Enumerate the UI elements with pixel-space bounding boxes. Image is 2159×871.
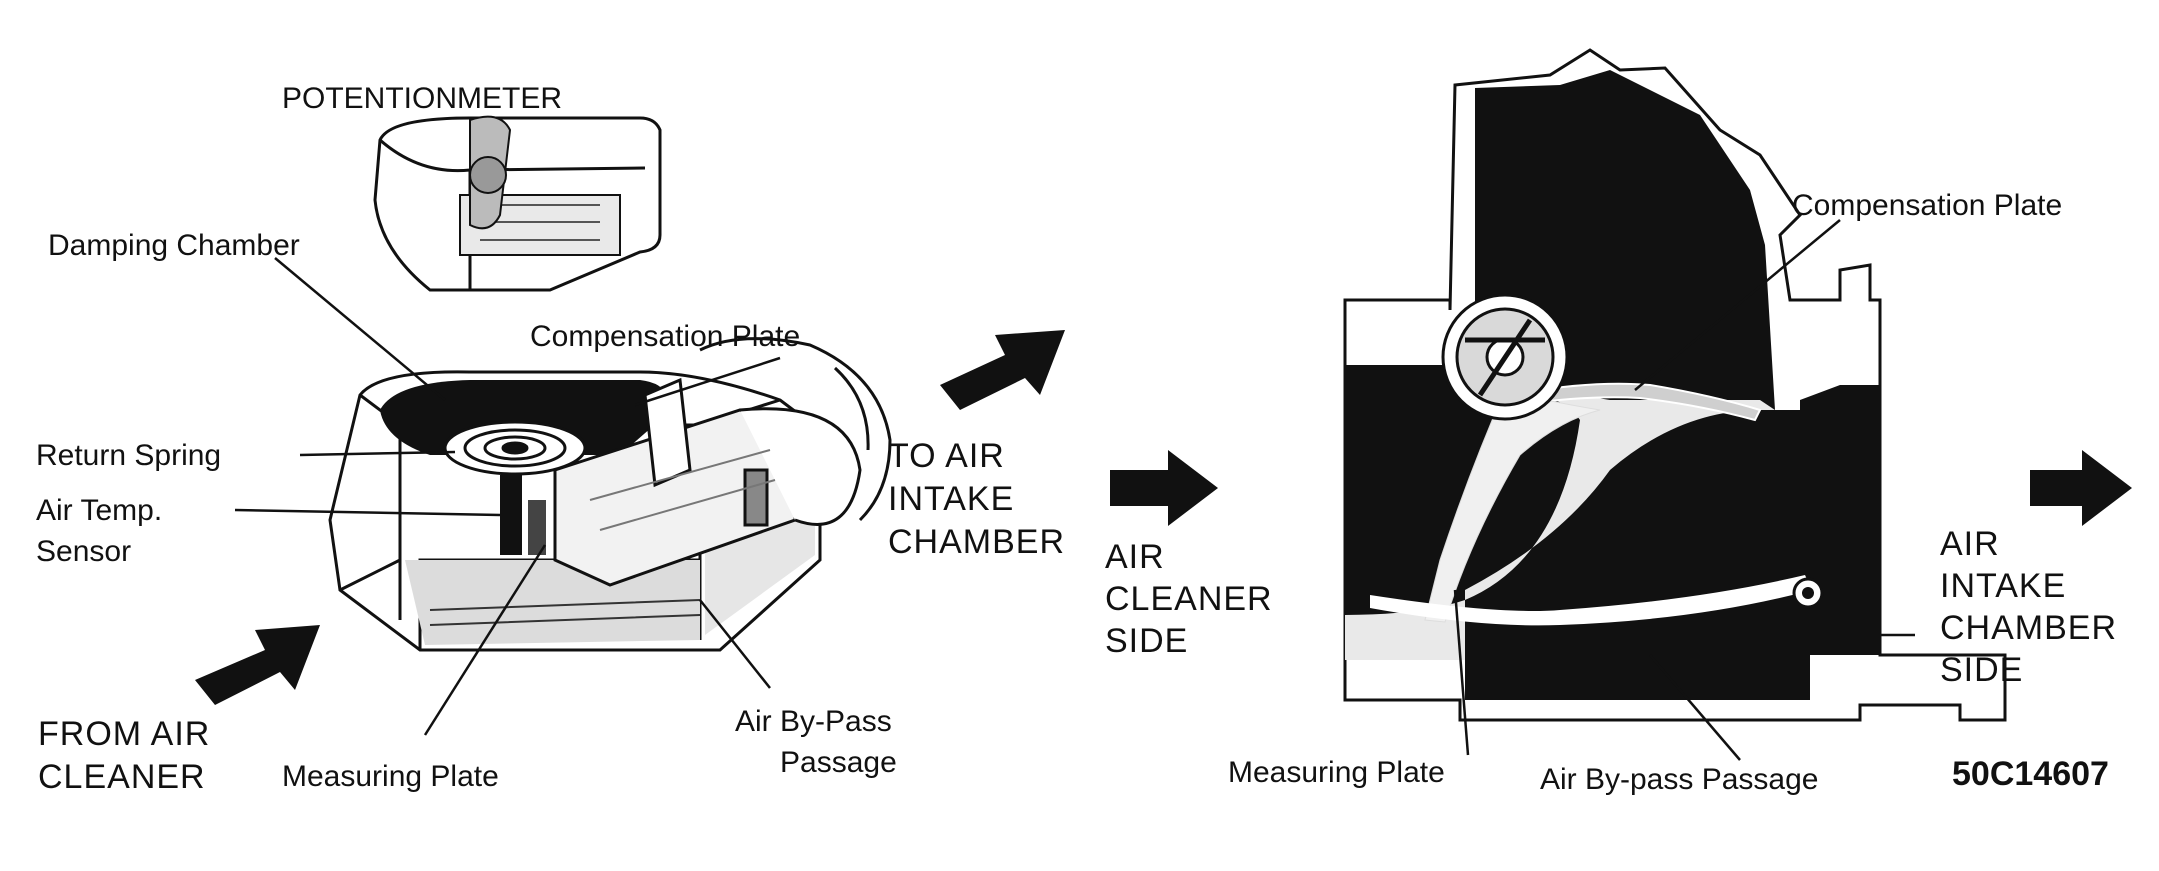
left-bypass-label-line1: Air By-Pass [735, 705, 892, 738]
compensation-plate-part [553, 377, 862, 587]
stopper-pin-center [1802, 587, 1814, 599]
right-bypass-passage-label: Air By-pass Passage [1540, 763, 1818, 796]
bypass-channel-curve [1370, 575, 1812, 626]
right-measuring-plate-label: Measuring Plate [1228, 756, 1445, 789]
return-spring-coil [443, 420, 587, 476]
air-intake-side-label-line1: AIR [1940, 525, 2000, 563]
air-cleaner-side-label-line3: SIDE [1105, 622, 1188, 660]
from-air-cleaner-label-line1: FROM AIR [38, 715, 210, 753]
air-intake-side-label-line4: SIDE [1940, 651, 2023, 689]
left-compensation-plate-label: Compensation Plate [530, 320, 800, 353]
pivot-hub [1441, 293, 1569, 421]
right-cross-section: Compensation Plate AIR CLEANER SIDE AIR … [1105, 48, 2132, 796]
flow-passage-section [1345, 330, 1880, 700]
left-bypass-label-line2: Passage [780, 746, 897, 779]
return-spring-label: Return Spring [36, 439, 221, 472]
measuring-plate-section [1424, 389, 1601, 623]
left-measuring-plate-label: Measuring Plate [282, 760, 499, 793]
air-intake-side-label-line2: INTAKE [1940, 567, 2066, 605]
outlet-ring [699, 337, 892, 522]
to-air-intake-label-line3: CHAMBER [888, 523, 1065, 561]
damping-chamber-label: Damping Chamber [48, 229, 300, 262]
air-intake-side-arrow [2030, 450, 2132, 526]
potentiometer-label: POTENTIONMETER [282, 82, 562, 115]
measuring-chamber-region [1345, 380, 1775, 660]
air-intake-side-label-line3: CHAMBER [1940, 609, 2117, 647]
air-cleaner-side-label-line1: AIR [1105, 538, 1165, 576]
compensation-plate-section [1507, 382, 1762, 422]
from-air-cleaner-arrow [195, 625, 320, 705]
to-air-intake-label-line2: INTAKE [888, 480, 1014, 518]
left-leader-lines [234, 257, 781, 736]
bypass-strips [429, 599, 701, 626]
right-compensation-plate-label: Compensation Plate [1792, 189, 2062, 222]
left-cutaway-illustration: POTENTIONMETER Damping Chamber Compensat… [36, 82, 1065, 796]
from-air-cleaner-label-line2: CLEANER [38, 758, 206, 796]
right-leader-lines [1453, 219, 1915, 761]
air-temp-sensor-label-line1: Air Temp. [36, 494, 162, 527]
figure-code: 50C14607 [1952, 755, 2109, 793]
air-cleaner-side-label-line2: CLEANER [1105, 580, 1273, 618]
potentiometer-housing [373, 115, 662, 292]
to-air-intake-label-line1: TO AIR [888, 437, 1005, 475]
air-cleaner-side-arrow [1110, 450, 1218, 526]
air-temp-sensor-part [500, 475, 546, 555]
to-air-intake-arrow [940, 330, 1065, 410]
air-temp-sensor-label-line2: Sensor [36, 535, 131, 568]
